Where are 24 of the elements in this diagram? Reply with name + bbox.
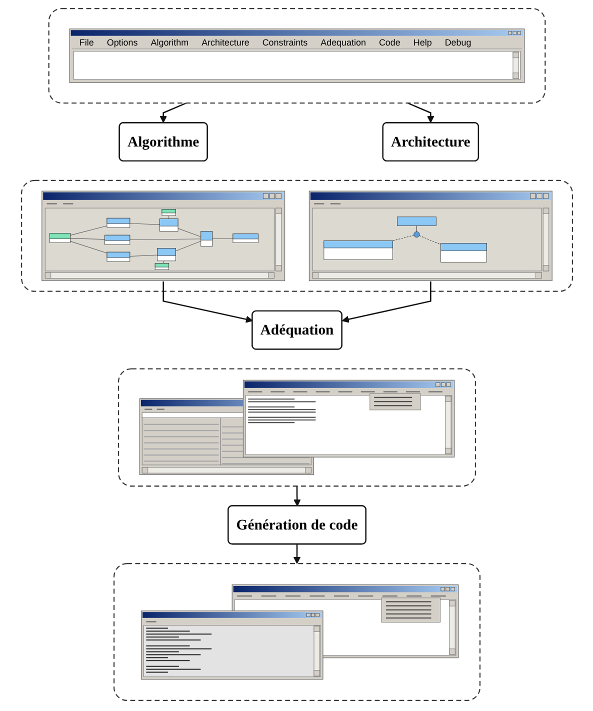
arrow bbox=[159, 102, 186, 123]
menu-item: Options bbox=[106, 38, 138, 48]
menu-item: Help bbox=[412, 38, 432, 48]
arrow bbox=[407, 102, 434, 123]
menu-item: Architecture bbox=[201, 38, 249, 48]
arrow bbox=[292, 544, 300, 564]
screenshot-picture bbox=[138, 380, 454, 476]
menu-item: Constraints bbox=[262, 38, 308, 48]
step-box: Adéquation bbox=[251, 310, 342, 350]
menu-item: Algorithm bbox=[150, 38, 188, 48]
menu-item: Code bbox=[378, 38, 400, 48]
arrow bbox=[293, 486, 300, 506]
step-box: Algorithme bbox=[118, 122, 208, 162]
screenshot-picture bbox=[140, 584, 458, 680]
arrow bbox=[341, 282, 431, 323]
step-box: Architecture bbox=[382, 122, 479, 162]
screenshot-picture bbox=[308, 190, 552, 282]
screenshot-picture bbox=[41, 190, 285, 282]
menu-item: Debug bbox=[444, 38, 471, 48]
menu-item: Adequation bbox=[320, 38, 366, 48]
arrow bbox=[162, 282, 252, 323]
menu-item: File bbox=[78, 38, 94, 48]
step-box: Génération de code bbox=[227, 505, 366, 545]
screenshot-picture bbox=[68, 28, 524, 84]
